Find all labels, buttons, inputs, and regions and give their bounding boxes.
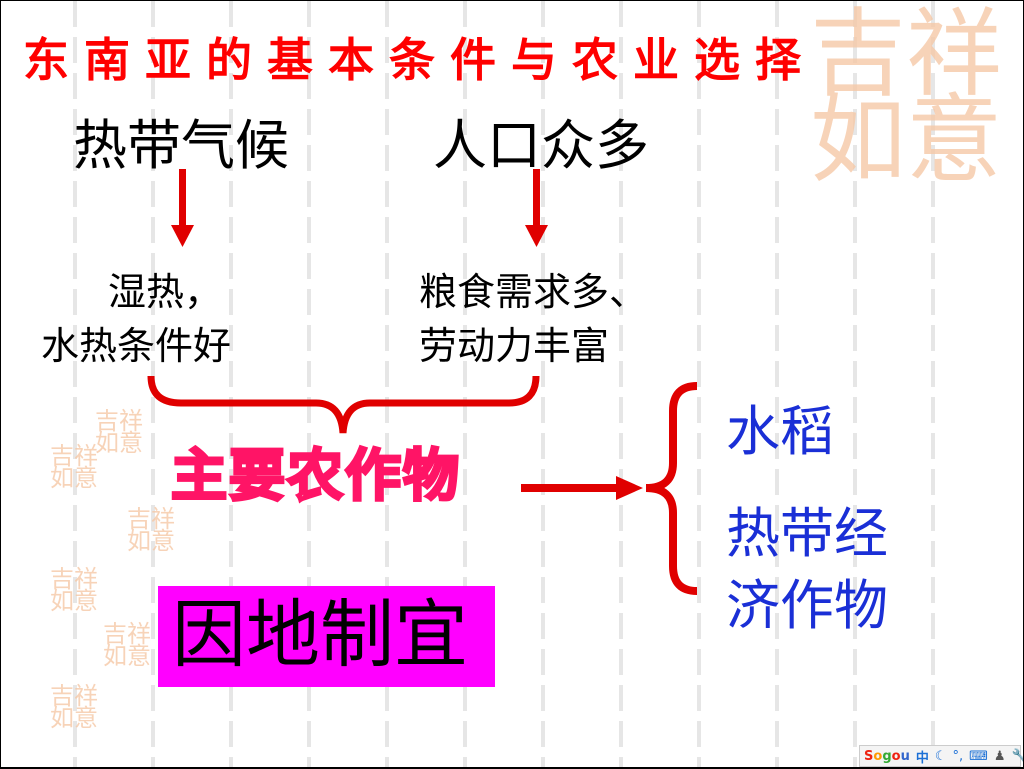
background-line <box>385 1 389 767</box>
population-result-2: 劳动力丰富 <box>419 324 610 368</box>
background-line <box>775 1 779 767</box>
moon-icon[interactable]: ☾ <box>934 748 947 764</box>
wrench-icon[interactable]: 🔧 <box>1012 749 1023 764</box>
punctuation-toggle[interactable]: °, <box>952 748 964 764</box>
crop-tropical-cash-2: 济作物 <box>726 574 888 637</box>
background-line <box>619 1 623 767</box>
condition-climate: 热带气候 <box>73 114 289 177</box>
conclusion-text: 因地制宜 <box>172 592 468 678</box>
background-line <box>853 1 857 767</box>
arrow-down-right <box>525 169 548 247</box>
bottom-brace <box>147 375 540 434</box>
background-line <box>541 1 545 767</box>
arrow-down-left <box>171 169 194 247</box>
background-line <box>307 1 311 767</box>
background-line <box>931 1 935 767</box>
main-crops-label: 主要农作物 <box>170 444 461 509</box>
watermark-seal-small: 吉祥如意 <box>127 505 175 555</box>
crop-rice: 水稻 <box>726 400 834 463</box>
background-line <box>229 1 233 767</box>
watermark-seal: 吉祥如意 <box>810 0 1002 197</box>
sogou-logo[interactable]: Sogou <box>864 748 910 764</box>
ime-mode[interactable]: 中 <box>915 750 929 766</box>
population-result-1: 粮食需求多、 <box>419 270 648 314</box>
watermark-seal-small: 吉祥如意 <box>50 442 98 492</box>
background-line <box>697 1 701 767</box>
user-icon[interactable]: ♟ <box>993 748 1006 764</box>
background-line <box>463 1 467 767</box>
background-line <box>73 1 77 767</box>
climate-result-1: 湿热， <box>108 270 223 314</box>
condition-population: 人口众多 <box>433 114 649 177</box>
watermark-seal-small: 吉祥如意 <box>50 682 98 732</box>
crop-tropical-cash-1: 热带经 <box>726 502 888 565</box>
watermark-seal-small: 吉祥如意 <box>95 407 143 457</box>
arrow-right <box>521 476 643 500</box>
watermark-seal-small: 吉祥如意 <box>103 620 151 670</box>
watermark-seal-small: 吉祥如意 <box>50 565 98 615</box>
slide-title: 东南亚的基本条件与农业选择 <box>23 33 816 87</box>
ime-toolbar[interactable]: Sogou 中 ☾ °, ⌨ ♟ 🔧 <box>859 745 1023 767</box>
keyboard-icon[interactable]: ⌨ <box>969 748 988 764</box>
climate-result-2: 水热条件好 <box>41 324 232 368</box>
conclusion-box: 因地制宜 <box>158 586 495 687</box>
right-brace <box>645 382 698 595</box>
